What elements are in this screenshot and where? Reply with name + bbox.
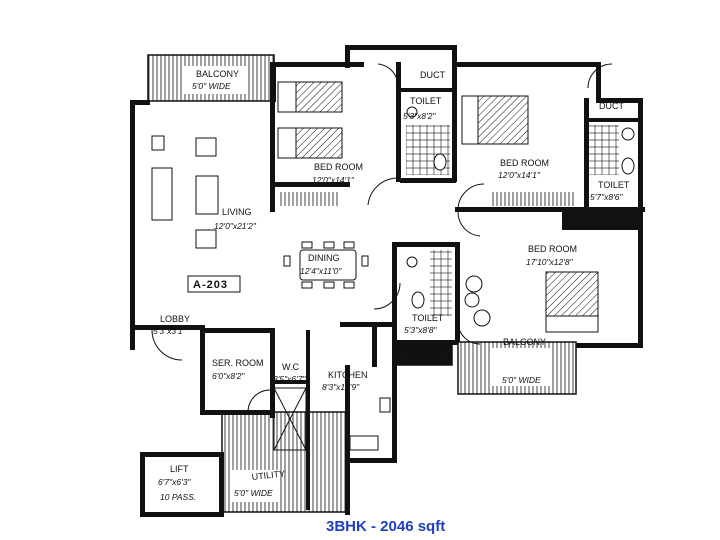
lift-note: 10 PASS. <box>160 492 196 502</box>
balcony-right-area <box>457 341 577 395</box>
bed-mid-size: 12'0"x14'1" <box>498 170 541 180</box>
lift-size: 6'7"x6'3" <box>158 477 191 487</box>
bed-left-name: BED ROOM <box>314 162 363 172</box>
lift-name: LIFT <box>170 464 189 474</box>
living-name: LIVING <box>222 207 252 217</box>
duct-top-name: DUCT <box>420 70 445 80</box>
utility-name: UTILITY <box>251 469 285 482</box>
doors <box>151 63 613 413</box>
toilet-mid-size: 5'3"x8'8" <box>404 325 437 335</box>
toilet-mid-floor <box>430 250 452 316</box>
apartment-id: A-203 <box>193 279 228 291</box>
wardrobe-band-left <box>278 192 338 206</box>
balcony-top-name: BALCONY <box>196 69 239 79</box>
apartment-id-box: A-203 <box>187 275 241 293</box>
bed-mid-name: BED ROOM <box>500 158 549 168</box>
bed-mid-furniture <box>461 95 529 145</box>
bed-left-size: 12'0"x14'1" <box>312 175 355 185</box>
toilet-right-size: 5'7"x8'6" <box>590 192 623 202</box>
toilet-right-name: TOILET <box>598 180 630 190</box>
duct-mid-name: DUCT <box>411 352 436 362</box>
wc-name: W.C <box>282 362 299 372</box>
bed-right-furniture <box>545 271 599 333</box>
lobby-name: LOBBY <box>160 314 190 324</box>
living-size: 12'0"x21'2" <box>214 221 257 231</box>
toilet-right-floor <box>589 125 619 175</box>
interior-walls <box>130 62 645 510</box>
dining-name: DINING <box>308 253 340 263</box>
bed-right-name: BED ROOM <box>528 244 577 254</box>
ser-room-size: 6'0"x8'2" <box>212 371 245 381</box>
wc-size: 3'5"x6'7" <box>273 374 306 384</box>
living-furniture <box>151 135 219 249</box>
balcony-top-size: 5'0" WIDE <box>192 81 231 91</box>
wc-floor <box>273 387 307 451</box>
balcony-top-area <box>147 54 275 102</box>
sitting-chairs <box>464 275 491 327</box>
wardrobe-band-mid <box>490 192 574 206</box>
balcony-right-name: BALCONY <box>503 337 546 347</box>
bed-right-size: 17'10"x12'8" <box>526 257 574 267</box>
balcony-right-size: 5'0" WIDE <box>502 375 541 385</box>
toilet-fixtures <box>349 106 635 451</box>
dining-table <box>283 241 369 289</box>
toilet-top-name: TOILET <box>410 96 442 106</box>
bed-left-furniture <box>277 81 343 159</box>
dining-size: 12'4"x11'0" <box>300 266 342 276</box>
lobby-size: 5'3"x3'1" <box>153 326 186 336</box>
utility-area <box>221 411 347 513</box>
ser-room-name: SER. ROOM <box>212 358 264 368</box>
duct-right-name: DUCT <box>599 101 624 111</box>
kitchen-size: 8'3"x12'9" <box>322 382 360 392</box>
room-labels: BALCONY 5'0" WIDE DUCT TOILET 5'3"x8'2" … <box>153 69 630 502</box>
utility-size: 5'0" WIDE <box>234 488 273 498</box>
plan-title: 3BHK - 2046 sqft <box>326 518 445 535</box>
toilet-top-size: 5'3"x8'2" <box>403 111 436 121</box>
toilet-mid-name: TOILET <box>412 313 444 323</box>
kitchen-name: KITCHEN <box>328 370 368 380</box>
